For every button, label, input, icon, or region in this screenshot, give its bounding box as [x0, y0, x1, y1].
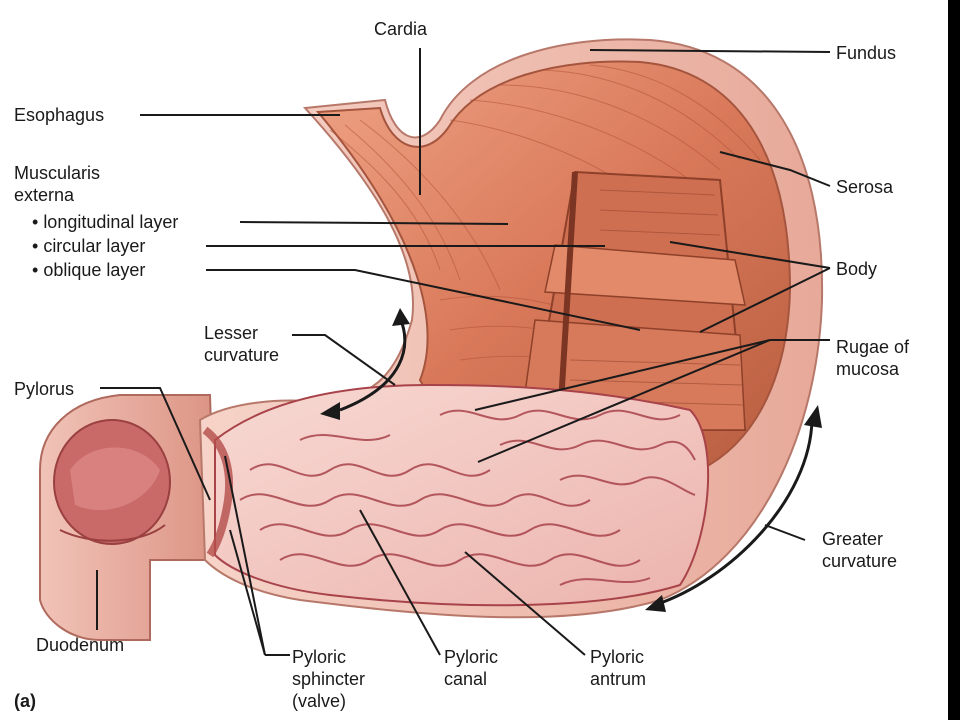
leader-lines — [96, 48, 831, 656]
duodenum-shape — [39, 394, 217, 641]
circular-layer-label: circular layer — [32, 235, 145, 257]
panel-label: (a) — [14, 691, 36, 711]
pyloric-canal-label: Pyloric canal — [444, 647, 499, 689]
lesser-curvature-label: Lesser curvature — [204, 323, 280, 365]
longitudinal-layer-label: longitudinal layer — [32, 211, 178, 233]
pylorus-label: Pylorus — [14, 379, 75, 399]
rugae-mucosa — [202, 383, 710, 607]
lesser-curvature-arrow — [320, 308, 410, 420]
duodenum-label: Duodenum — [36, 635, 125, 655]
oblique-layer-label: oblique layer — [32, 259, 145, 281]
fundus-label: Fundus — [836, 43, 897, 63]
pyloric-sphincter-label: Pyloric sphincter (valve) — [292, 647, 366, 711]
rugae-of-mucosa-label: Rugae of mucosa — [836, 337, 910, 379]
esophagus-label: Esophagus — [14, 105, 105, 125]
body-label: Body — [836, 259, 878, 279]
pyloric-antrum-label: Pyloric antrum — [590, 647, 647, 689]
black-border — [948, 0, 960, 720]
cardia-label: Cardia — [374, 19, 428, 39]
muscle-layer — [315, 60, 792, 471]
muscularis-externa-label: Muscularis externa — [14, 163, 101, 205]
greater-curvature-label: Greater curvature — [822, 529, 898, 571]
greater-curvature-arrow — [645, 405, 822, 612]
serosa-label: Serosa — [836, 177, 894, 197]
